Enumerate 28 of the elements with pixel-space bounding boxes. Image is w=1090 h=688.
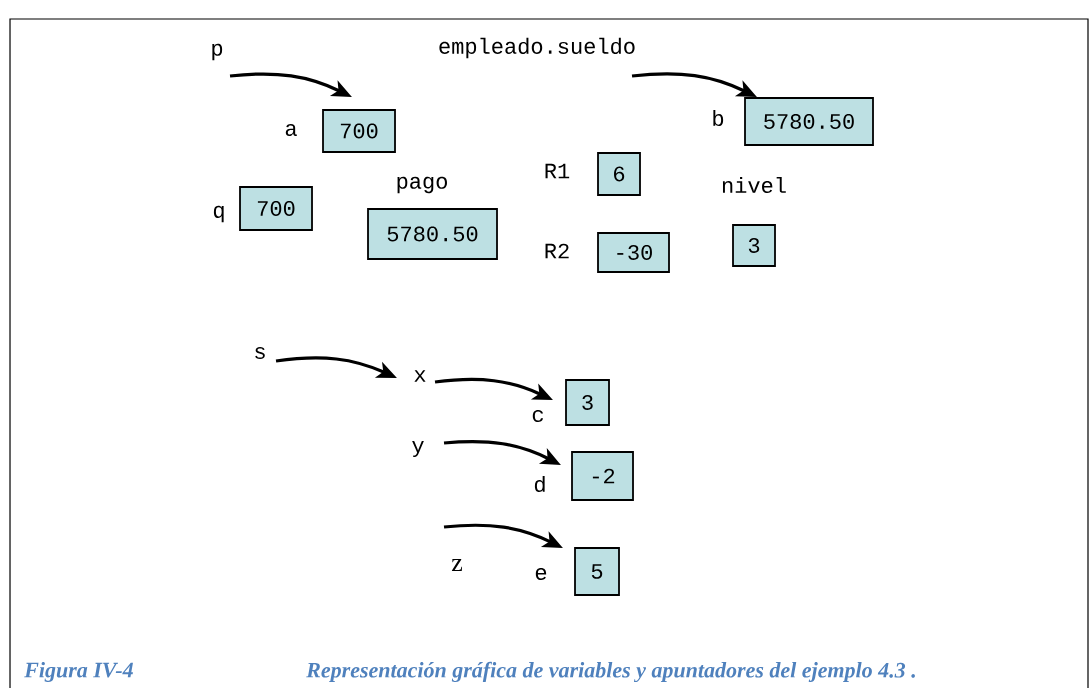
value-box: 700 [322,109,396,153]
value-box: 6 [597,152,641,196]
value-box: 700 [239,186,313,231]
value-box: 3 [565,379,610,426]
variable-label: q [213,205,224,223]
variable-label: R2 [545,243,569,259]
value-box: -2 [571,451,634,501]
value-box: 5780.50 [367,208,498,260]
variable-label: b [713,109,724,127]
value-box: -30 [597,232,670,273]
variable-name: empleado.sueldo [439,37,635,59]
variable-label: pago [397,176,447,194]
variable-name: y [412,440,424,458]
variable-name: s [255,347,265,359]
variable-name: p [212,43,223,61]
variable-label: a [285,123,297,137]
variable-label: d [534,475,545,493]
variable-name: z [451,559,463,571]
value-box: 5780.50 [744,97,874,146]
value-box: 3 [732,224,776,267]
figure-number: Figura IV-4 [24,662,133,682]
value-box: 5 [574,547,620,596]
variable-label: c [532,409,543,423]
variable-label: e [535,567,547,581]
caption: Representación gráfica de variables y apuntadores del ejemplo 4.3 . [306,661,915,683]
variable-label: nivel [722,176,786,194]
variable-name: x [414,370,426,382]
variable-label: R1 [545,163,570,179]
